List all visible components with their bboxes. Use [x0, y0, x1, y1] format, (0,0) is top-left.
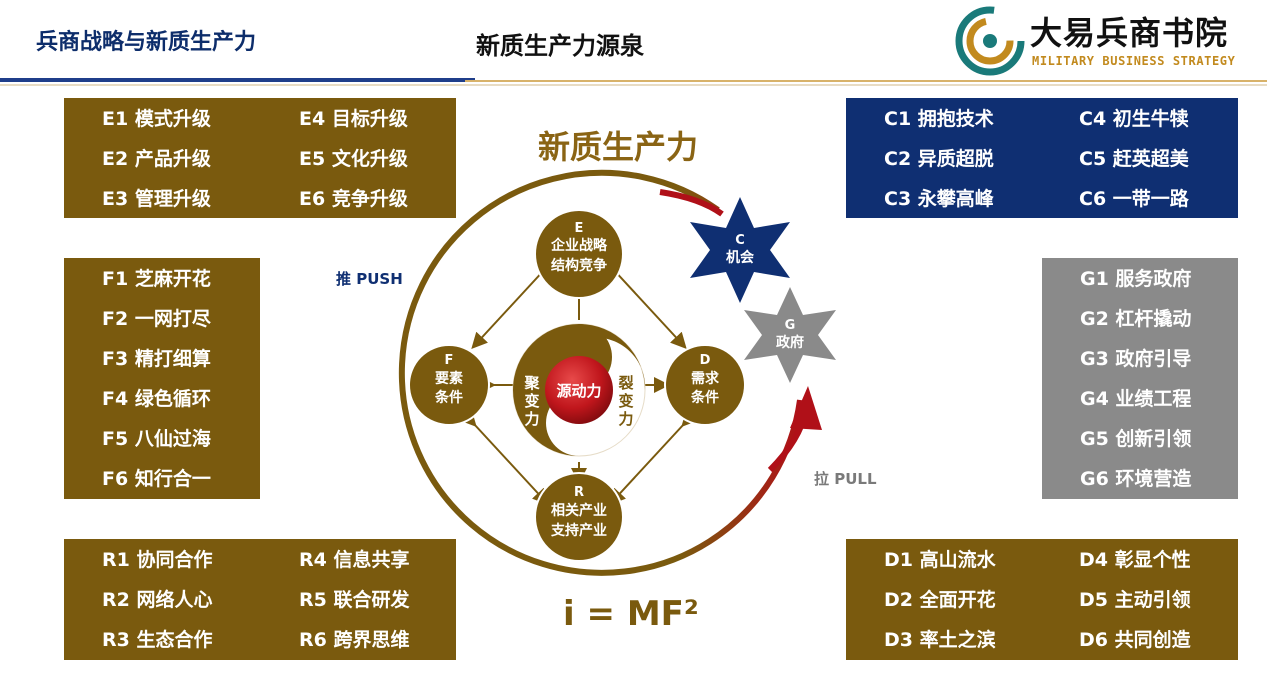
fusion-force-char: 力 — [524, 410, 539, 428]
box-e-item: E1 模式升级 — [102, 108, 211, 130]
box-e-item: E3 管理升级 — [102, 188, 211, 210]
box-e-factors: E1 模式升级 E2 产品升级 E3 管理升级 E4 目标升级 E5 文化升级 … — [64, 98, 456, 218]
svg-text:条件: 条件 — [434, 389, 463, 406]
svg-text:机会: 机会 — [726, 249, 755, 266]
svg-text:F: F — [445, 353, 454, 368]
svg-text:结构竞争: 结构竞争 — [551, 257, 607, 274]
svg-text:条件: 条件 — [690, 389, 719, 406]
box-c-factors: C1 拥抱技术 C2 异质超脱 C3 永攀高峰 C4 初生牛犊 C5 赶英超美 … — [846, 98, 1238, 218]
box-f-item: F2 一网打尽 — [102, 308, 211, 330]
node-e — [534, 209, 624, 299]
svg-text:G: G — [785, 318, 796, 333]
box-e-item: E2 产品升级 — [102, 148, 211, 170]
arrow-f-r — [459, 409, 549, 505]
box-d-item: D6 共同创造 — [1079, 629, 1191, 651]
box-f-item: F1 芝麻开花 — [102, 268, 211, 290]
box-g-item: G4 业绩工程 — [1080, 388, 1192, 410]
box-c-item: C4 初生牛犊 — [1079, 108, 1189, 130]
node-r — [534, 472, 624, 562]
pull-arrow-icon — [790, 386, 822, 430]
fission-force-char: 裂 — [617, 374, 633, 392]
box-r-item: R3 生态合作 — [102, 629, 213, 651]
box-g-factors: G1 服务政府 G2 杠杆撬动 G3 政府引导 G4 业绩工程 G5 创新引领 … — [1042, 258, 1238, 499]
svg-text:要素: 要素 — [435, 370, 463, 387]
box-r-item: R2 网络人心 — [102, 589, 213, 611]
push-label: 推 PUSH — [336, 270, 403, 288]
pull-label: 拉 PULL — [814, 470, 877, 488]
core-center — [545, 356, 613, 424]
box-f-item: F6 知行合一 — [102, 468, 211, 490]
logo-chinese-name: 大易兵商书院 — [1030, 14, 1229, 52]
box-r-item: R5 联合研发 — [299, 589, 410, 611]
node-f — [408, 344, 490, 426]
box-d-item: D3 率土之滨 — [884, 629, 996, 651]
box-d-item: D5 主动引领 — [1079, 589, 1191, 611]
box-e-item: E4 目标升级 — [299, 108, 408, 130]
box-c-item: C6 一带一路 — [1079, 188, 1189, 210]
svg-text:E: E — [575, 221, 584, 236]
fission-force-char: 变 — [618, 392, 633, 410]
header-divider-tan — [0, 84, 1267, 86]
box-g-item: G2 杠杆撬动 — [1080, 308, 1192, 330]
header-left-title: 兵商战略与新质生产力 — [36, 30, 257, 55]
logo-icon — [955, 6, 1025, 76]
box-d-item: D2 全面开花 — [884, 589, 996, 611]
box-c-item: C2 异质超脱 — [884, 148, 994, 170]
outer-cycle-arc-red — [659, 189, 724, 217]
fusion-force-char: 变 — [524, 392, 539, 410]
header-center-title: 新质生产力源泉 — [476, 32, 644, 60]
box-c-item: C5 赶英超美 — [1079, 148, 1189, 170]
header-divider-gold — [465, 80, 1267, 82]
box-f-item: F4 绿色循环 — [102, 388, 211, 410]
box-d-factors: D1 高山流水 D2 全面开花 D3 率土之滨 D4 彰显个性 D5 主动引领 … — [846, 539, 1238, 660]
svg-text:需求: 需求 — [691, 370, 720, 387]
box-g-item: G1 服务政府 — [1080, 268, 1192, 290]
node-d — [664, 344, 746, 426]
box-r-factors: R1 协同合作 R2 网络人心 R3 生态合作 R4 信息共享 R5 联合研发 … — [64, 539, 456, 660]
box-r-item: R6 跨界思维 — [299, 629, 410, 651]
svg-text:D: D — [700, 353, 711, 368]
box-e-item: E6 竞争升级 — [299, 188, 408, 210]
star-g-government — [744, 287, 836, 383]
arrow-d-r — [609, 409, 699, 505]
box-d-item: D1 高山流水 — [884, 549, 996, 571]
fission-force-char: 力 — [618, 410, 633, 428]
box-f-factors: F1 芝麻开花 F2 一网打尽 F3 精打细算 F4 绿色循环 F5 八仙过海 … — [64, 258, 260, 499]
box-r-item: R1 协同合作 — [102, 549, 213, 571]
box-g-item: G5 创新引领 — [1080, 428, 1192, 450]
arrow-e-f — [471, 253, 561, 349]
fusion-force-char: 聚 — [523, 374, 540, 392]
svg-text:C: C — [735, 233, 745, 248]
diagram-title: 新质生产力 — [538, 128, 699, 166]
core-label: 源动力 — [556, 382, 601, 400]
header-divider-blue — [0, 78, 475, 82]
core-swirl-right — [579, 324, 646, 390]
outer-cycle-arc — [398, 169, 803, 576]
box-g-item: G3 政府引导 — [1080, 348, 1192, 370]
box-g-item: G6 环境营造 — [1080, 468, 1192, 490]
box-c-item: C3 永攀高峰 — [884, 188, 994, 210]
svg-text:政府: 政府 — [776, 334, 804, 351]
star-c-opportunity — [690, 197, 790, 303]
box-r-item: R4 信息共享 — [299, 549, 410, 571]
box-f-item: F5 八仙过海 — [102, 428, 211, 450]
box-c-item: C1 拥抱技术 — [884, 108, 994, 130]
svg-text:R: R — [574, 485, 584, 500]
box-f-item: F3 精打细算 — [102, 348, 211, 370]
svg-text:相关产业: 相关产业 — [551, 502, 607, 519]
arrow-e-d — [597, 253, 687, 349]
box-e-item: E5 文化升级 — [299, 148, 408, 170]
svg-text:企业战略: 企业战略 — [550, 237, 608, 254]
svg-text:支持产业: 支持产业 — [550, 522, 607, 539]
box-d-item: D4 彰显个性 — [1079, 549, 1191, 571]
formula: i = MF² — [563, 594, 699, 634]
logo-english-name: MILITARY BUSINESS STRATEGY — [1032, 54, 1236, 68]
